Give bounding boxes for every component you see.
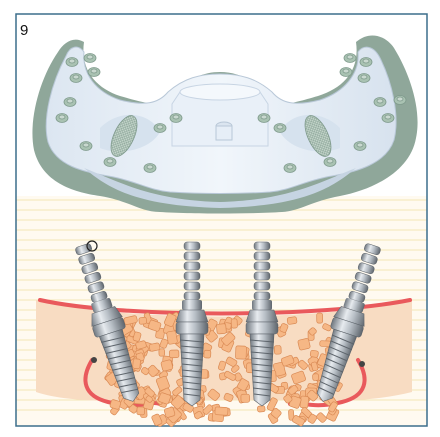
figure-number: 9 xyxy=(20,22,28,39)
denture-prosthesis-icon xyxy=(32,35,417,213)
